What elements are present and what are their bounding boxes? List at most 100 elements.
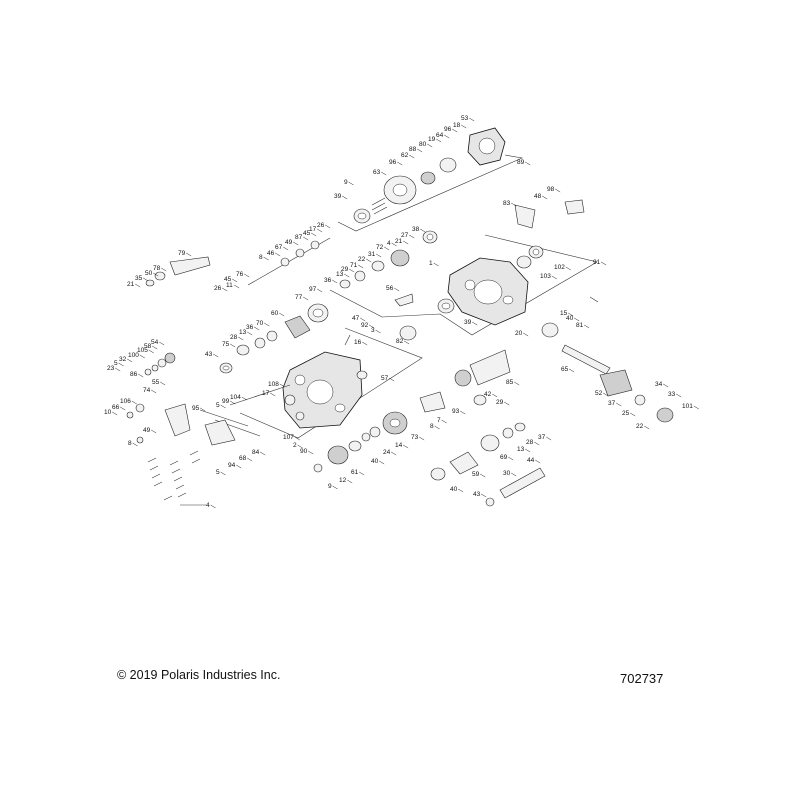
callout-label: 96 xyxy=(389,159,397,166)
callout-leader xyxy=(403,240,409,245)
callout-label: 17 xyxy=(309,226,317,233)
callout-label: 42 xyxy=(484,391,492,398)
callout-leader xyxy=(394,287,400,292)
callout-label: 101 xyxy=(682,403,693,410)
callout-leader xyxy=(419,436,425,441)
callout-leader xyxy=(270,392,276,397)
callout-label: 45 xyxy=(224,276,232,283)
lower-gears-group xyxy=(313,349,546,507)
gear-shaft-group xyxy=(219,230,438,374)
callout-leader xyxy=(275,252,281,257)
callout-label: 98 xyxy=(547,186,555,193)
callout-leader xyxy=(480,473,486,478)
callout-leader xyxy=(359,471,365,476)
callout-label: 85 xyxy=(506,379,514,386)
callout-leader xyxy=(230,400,236,405)
callout-label: 27 xyxy=(401,232,409,239)
callout-leader xyxy=(260,451,266,456)
callout-leader xyxy=(238,336,244,341)
callout-leader xyxy=(434,425,440,430)
callout-label: 48 xyxy=(534,193,542,200)
callout-leader xyxy=(555,188,561,193)
callout-label: 52 xyxy=(595,390,603,397)
callout-label: 87 xyxy=(295,234,303,241)
callout-leader xyxy=(542,195,548,200)
callout-label: 107 xyxy=(283,434,294,441)
shift-rail-group xyxy=(145,237,331,287)
callout-label: 56 xyxy=(386,285,394,292)
callout-label: 89 xyxy=(517,159,525,166)
callout-label: 21 xyxy=(127,281,135,288)
callout-leader xyxy=(303,296,309,301)
diagram-number: 702737 xyxy=(620,671,664,686)
callout-leader xyxy=(279,312,285,317)
callout-leader xyxy=(161,267,167,272)
callout-leader xyxy=(283,246,289,251)
callout-leader xyxy=(461,124,467,129)
callout-leader xyxy=(603,392,609,397)
callout-leader xyxy=(342,195,348,200)
callout-label: 78 xyxy=(153,265,161,272)
callout-label: 84 xyxy=(252,449,260,456)
callout-label: 62 xyxy=(401,152,409,159)
callout-leader xyxy=(546,436,552,441)
callout-label: 37 xyxy=(608,400,616,407)
callout-leader xyxy=(676,393,682,398)
callout-leader xyxy=(186,252,192,257)
callout-leader xyxy=(534,441,540,446)
callout-leader xyxy=(397,161,403,166)
callout-leader xyxy=(584,324,590,329)
callout-label: 23 xyxy=(107,365,115,372)
callout-leader xyxy=(630,412,636,417)
callout-label: 61 xyxy=(351,469,359,476)
callout-leader xyxy=(492,393,498,398)
callout-leader xyxy=(220,404,226,409)
callout-leader xyxy=(297,444,303,449)
callout-label: 104 xyxy=(230,394,241,401)
callout-leader xyxy=(525,448,531,453)
callout-label: 9 xyxy=(328,483,332,490)
callout-leader xyxy=(294,436,300,441)
callout-leader xyxy=(389,377,395,382)
callout-label: 79 xyxy=(178,250,186,257)
callout-label: 49 xyxy=(143,427,151,434)
callout-label: 37 xyxy=(538,434,546,441)
callout-leader xyxy=(220,471,226,476)
callout-label: 4 xyxy=(206,502,210,509)
callout-leader xyxy=(568,312,574,317)
callout-label: 22 xyxy=(358,256,366,263)
callout-leader xyxy=(349,268,355,273)
callout-leader xyxy=(369,324,375,329)
callout-label: 7 xyxy=(437,417,441,424)
callout-leader xyxy=(317,288,323,293)
callout-label: 22 xyxy=(636,423,644,430)
callout-leader xyxy=(381,171,387,176)
callout-label: 29 xyxy=(341,266,349,273)
right-case-half xyxy=(394,245,599,341)
callout-leader xyxy=(131,400,137,405)
callout-leader xyxy=(348,181,354,186)
callout-label: 82 xyxy=(396,338,404,345)
callout-leader xyxy=(244,273,250,278)
callout-label: 91 xyxy=(593,259,601,266)
callout-leader xyxy=(139,354,145,359)
callout-leader xyxy=(311,232,317,237)
callout-leader xyxy=(420,228,426,233)
callout-label: 66 xyxy=(112,404,120,411)
callout-label: 39 xyxy=(464,319,472,326)
callout-leader xyxy=(230,343,236,348)
callout-label: 102 xyxy=(554,264,565,271)
callout-label: 24 xyxy=(383,449,391,456)
callout-leader xyxy=(232,278,238,283)
callout-label: 26 xyxy=(317,222,325,229)
callout-label: 13 xyxy=(336,271,344,278)
callout-leader xyxy=(247,331,253,336)
callout-label: 13 xyxy=(517,446,525,453)
callout-leader xyxy=(222,287,228,292)
callout-leader xyxy=(118,362,124,367)
callout-leader xyxy=(458,488,464,493)
callout-leader xyxy=(112,411,118,416)
callout-leader xyxy=(362,341,368,346)
callout-leader xyxy=(151,389,157,394)
callout-leader xyxy=(366,258,372,263)
